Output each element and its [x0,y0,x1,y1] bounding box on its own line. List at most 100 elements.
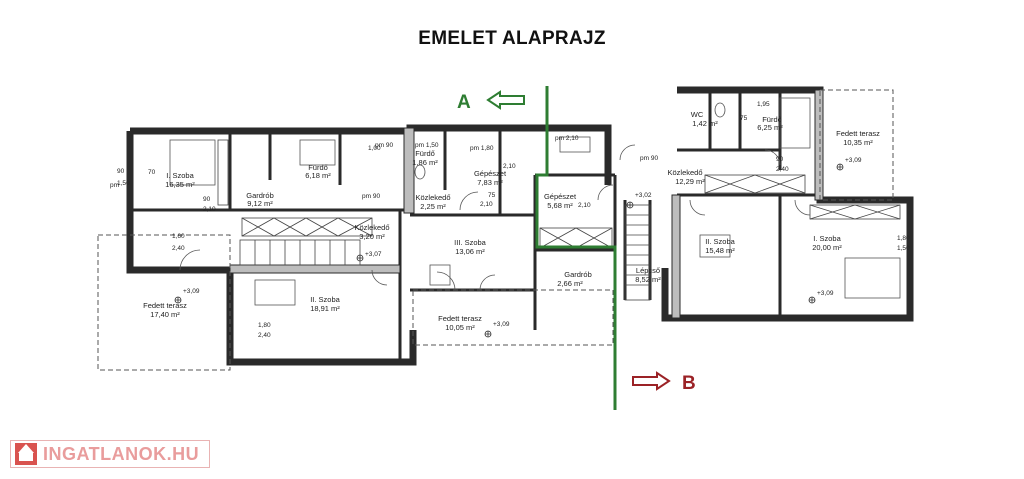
dimension-label: 1,80 [258,322,271,329]
wall-hatching [229,89,824,319]
dimension-labels: 1,50 1,80 2,40 90 2,10 1,00 1,95 75 70 9… [110,101,910,339]
level-symbol-icon [356,254,364,262]
room-area: 12,29 m² [675,177,705,186]
dimension-label: pm 90 [375,142,393,149]
dimension-label: pm 1,50 [415,142,439,149]
room-name: Gardrób [564,270,592,279]
dimension-label: 75 [740,115,748,122]
level-symbol-icon [174,296,182,304]
dimension-label: 70 [148,169,156,176]
room-name: I. Szoba [166,171,194,180]
level-symbol-icon [484,330,492,338]
dimension-label: pm [110,182,119,189]
room-area: 9,12 m² [247,199,273,208]
dimension-label: pm 90 [640,155,658,162]
level-value: +3,02 [635,192,652,199]
room-area: 10,35 m² [843,138,873,147]
dimension-label: pm 1,80 [470,145,494,152]
level-value: +3,09 [183,288,200,295]
level-symbol-icon [808,296,816,304]
dimension-label: 2,40 [776,166,789,173]
room-name: Fedett terasz [438,314,482,323]
room-area: 7,83 m² [477,178,503,187]
staircase [239,204,651,301]
dimension-label: 90 [203,196,211,203]
dimension-label: 1,00 [368,145,381,152]
room-name: I. Szoba [813,234,841,243]
room-area: 10,05 m² [445,323,475,332]
dimension-label: 1,95 [757,101,770,108]
room-name: Fürdő [762,115,782,124]
dimension-label: pm 2,10 [555,135,579,142]
room-name: Közlekedő [415,193,450,202]
watermark-text: INGATLANOK.HU [43,443,200,464]
dimension-label: 90 [776,156,784,163]
room-name: Közlekedő [354,223,389,232]
section-line [535,86,617,410]
dimension-label: 2,10 [578,202,591,209]
room-area: 1,86 m² [412,158,438,167]
room-area: 2,25 m² [420,202,446,211]
room-area: 13,06 m² [455,247,485,256]
terraces [97,89,894,371]
room-area: 16,35 m² [165,180,195,189]
dimension-label: pm 90 [362,193,380,200]
room-area: 2,66 m² [557,279,583,288]
arrow-right-icon [632,371,671,391]
section-marker-a: A [457,90,525,113]
room-area: 20,00 m² [812,243,842,252]
dimension-label: 75 [488,192,496,199]
section-marker-b: B [632,371,696,394]
doors [179,144,811,291]
exterior-walls [126,86,914,366]
room-area: 15,48 m² [705,246,735,255]
dimension-label: 2,10 [203,206,216,213]
level-value: +3,07 [365,251,382,258]
arrow-left-icon [486,90,525,110]
room-name: Lépcső [636,266,660,275]
room-name: Gépészet [544,192,577,201]
level-value: +3,09 [493,321,510,328]
dimension-label: 2,10 [480,201,493,208]
level-symbol-icon [626,201,634,209]
room-name: Fürdő [308,163,328,172]
level-symbol-icon [836,163,844,171]
level-markers: +3,09 +3,07 +3,09 +3,02 +3,09 +3,09 [174,157,862,338]
dimension-label: 90 [117,168,125,175]
room-area: 6,18 m² [305,171,331,180]
room-area: 17,40 m² [150,310,180,319]
room-name: Fedett terasz [836,129,880,138]
dimension-label: 2,40 [172,245,185,252]
room-labels: I. Szoba 16,35 m² Fürdő 6,18 m² Gardrób … [143,110,880,332]
room-name: Közlekedő [667,168,702,177]
room-area: 3,20 m² [359,232,385,241]
watermark-logo: INGATLANOK.HU [10,440,210,468]
marker-a-label: A [457,92,471,113]
room-name: Gardrób [246,191,274,200]
dimension-label: 1,50 [117,180,130,187]
room-name: WC [691,110,704,119]
room-name: Fürdő [415,149,435,158]
room-area: 5,68 m² [547,201,573,210]
dimension-label: 2,40 [258,332,271,339]
fixtures [169,97,901,306]
dimension-label: 1,60 [172,233,185,240]
room-area: 18,91 m² [310,304,340,313]
dimension-label: 1,50 [897,245,910,252]
level-value: +3,09 [845,157,862,164]
room-area: 8,52 m² [635,275,661,284]
room-name: Fedett terasz [143,301,187,310]
marker-b-label: B [682,373,696,394]
room-name: III. Szoba [454,238,487,247]
level-value: +3,09 [817,290,834,297]
dimension-label: 2,10 [503,163,516,170]
room-name: II. Szoba [705,237,735,246]
page-title: EMELET ALAPRAJZ [418,28,606,49]
house-icon [15,443,37,465]
room-area: 1,42 m² [692,119,718,128]
dimension-label: 1,80 [897,235,910,242]
room-name: II. Szoba [310,295,340,304]
room-name: Gépészet [474,169,507,178]
room-area: 6,25 m² [757,123,783,132]
